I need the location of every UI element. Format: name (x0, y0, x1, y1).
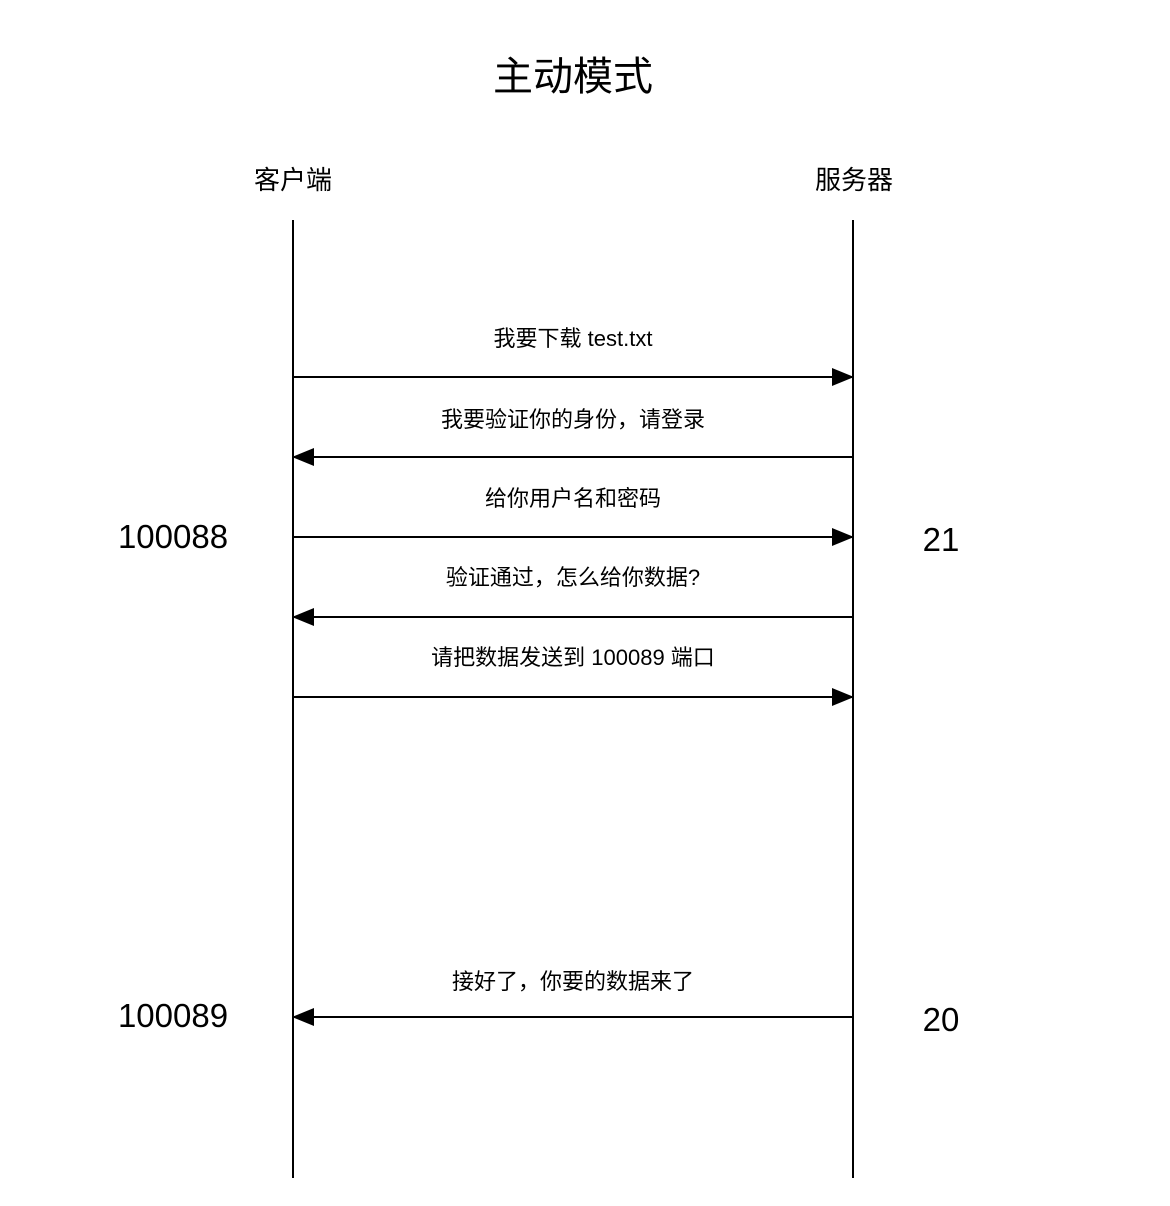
message-label-login-request: 我要验证你的身份，请登录 (440, 407, 705, 432)
lifeline-client (292, 220, 294, 1178)
message-label-data-incoming: 接好了，你要的数据来了 (451, 969, 694, 994)
arrow-right-icon (293, 528, 854, 546)
port-label-server-data: 20 (922, 1001, 960, 1038)
diagram-title: 主动模式 (493, 55, 653, 99)
message-label-credentials: 给你用户名和密码 (484, 486, 661, 511)
message-label-verified: 验证通过，怎么给你数据? (445, 565, 701, 590)
arrow-right-icon (293, 688, 854, 706)
port-label-server-control: 21 (922, 521, 960, 558)
arrow-left-icon (292, 448, 853, 466)
arrow-right-icon (293, 368, 854, 386)
message-label-download-request: 我要下载 test.txt (493, 326, 653, 351)
message-label-send-to-port: 请把数据发送到 100089 端口 (431, 645, 715, 670)
actor-label-server: 服务器 (814, 165, 894, 195)
arrow-left-icon (292, 608, 853, 626)
arrow-left-icon (292, 1008, 853, 1026)
port-label-client-control: 100088 (117, 518, 229, 555)
port-label-client-data: 100089 (117, 997, 229, 1034)
actor-label-client: 客户端 (253, 165, 333, 195)
